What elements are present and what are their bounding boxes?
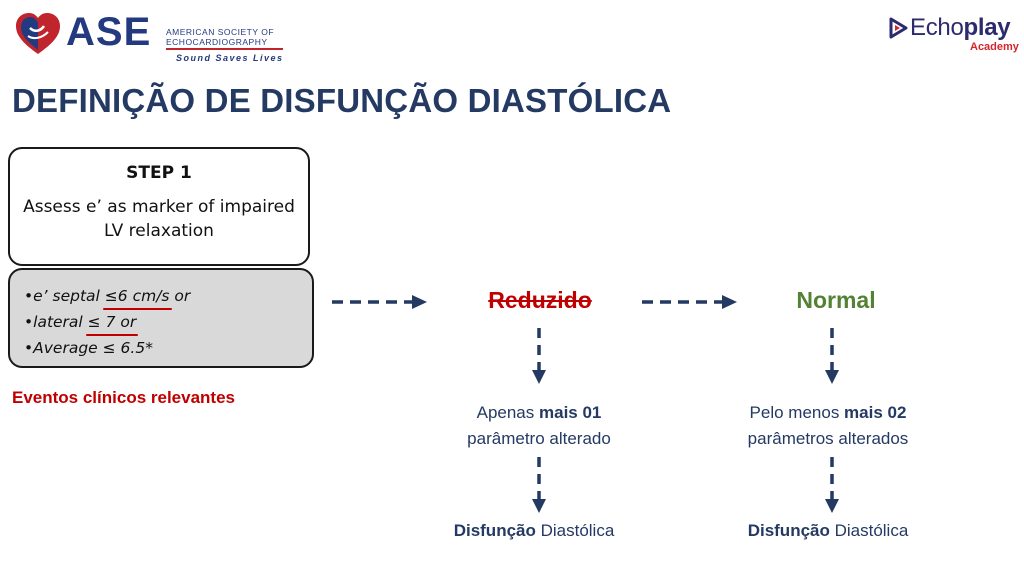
criteria-septal-or: or <box>169 287 191 305</box>
ase-divider <box>166 48 283 50</box>
normal-detail: Pelo menos mais 02 parâmetros alterados <box>710 400 946 452</box>
step-description: Assess e’ as marker of impaired LV relax… <box>23 197 295 241</box>
reduzido-label: Reduzido <box>488 287 592 313</box>
normal-detail-count: mais 02 <box>844 403 907 422</box>
criteria-lateral: •lateral ≤ 7 or <box>24 309 312 336</box>
reduzido-result-bold: Disfunção <box>453 521 536 540</box>
normal-label: Normal <box>796 287 876 313</box>
arrow-normal-detail-down <box>825 457 839 513</box>
arrow-reduzido-to-normal <box>642 295 737 309</box>
echoplay-wordmark: Echoplay <box>910 14 1011 42</box>
step-title: STEP 1 <box>126 163 192 183</box>
arrow-normal-down <box>825 328 839 384</box>
heart-icon <box>16 13 60 54</box>
reduzido-detail-prefix: Apenas <box>476 403 539 422</box>
normal-result-rest: Diastólica <box>829 521 909 540</box>
criteria-septal-value: ≤6 cm/s <box>102 283 172 310</box>
criteria-lateral-value: ≤ 7 or <box>85 309 138 336</box>
arrow-reduzido-down <box>532 328 546 384</box>
normal-detail-prefix: Pelo menos <box>749 403 845 422</box>
criteria-septal: •e’ septal ≤6 cm/s or <box>24 283 312 310</box>
normal-result: Disfunção Diastólica <box>714 518 942 544</box>
reduzido-detail-suffix: parâmetro alterado <box>467 429 611 448</box>
normal-result-bold: Disfunção <box>747 521 830 540</box>
echoplay-academy: Academy <box>970 41 1019 53</box>
echoplay-word-play: play <box>963 14 1011 41</box>
criteria-box: •e’ septal ≤6 cm/s or •lateral ≤ 7 or •A… <box>8 268 314 368</box>
echoplay-word-echo: Echo <box>910 14 964 41</box>
normal-detail-suffix: parâmetros alterados <box>747 429 909 448</box>
step-box: STEP 1 Assess e’ as marker of impaired L… <box>8 147 310 266</box>
arrow-step-to-reduzido <box>332 295 427 309</box>
reduzido-result: Disfunção Diastólica <box>420 518 648 544</box>
arrow-reduzido-detail-down <box>532 457 546 513</box>
reduzido-result-rest: Diastólica <box>535 521 615 540</box>
echoplay-logo: Echoplay Academy <box>886 14 1024 58</box>
ase-wordmark: ASE <box>66 10 152 54</box>
reduzido-detail: Apenas mais 01 parâmetro alterado <box>430 400 648 452</box>
criteria-average: •Average ≤ 6.5* <box>24 339 153 357</box>
ase-slogan: Sound Saves Lives <box>176 53 284 63</box>
ase-society-name: American Society of Echocardiography <box>166 27 275 47</box>
reduzido-detail-count: mais 01 <box>539 403 602 422</box>
play-icon <box>889 17 908 39</box>
page-title: DEFINIÇÃO DE DISFUNÇÃO DIASTÓLICA <box>12 82 672 119</box>
criteria-lateral-label: •lateral <box>24 313 88 331</box>
eventos-label: Eventos clínicos relevantes <box>12 388 235 407</box>
ase-logo: ASE American Society of Echocardiography… <box>14 10 284 66</box>
criteria-septal-label: •e’ septal <box>24 287 105 305</box>
